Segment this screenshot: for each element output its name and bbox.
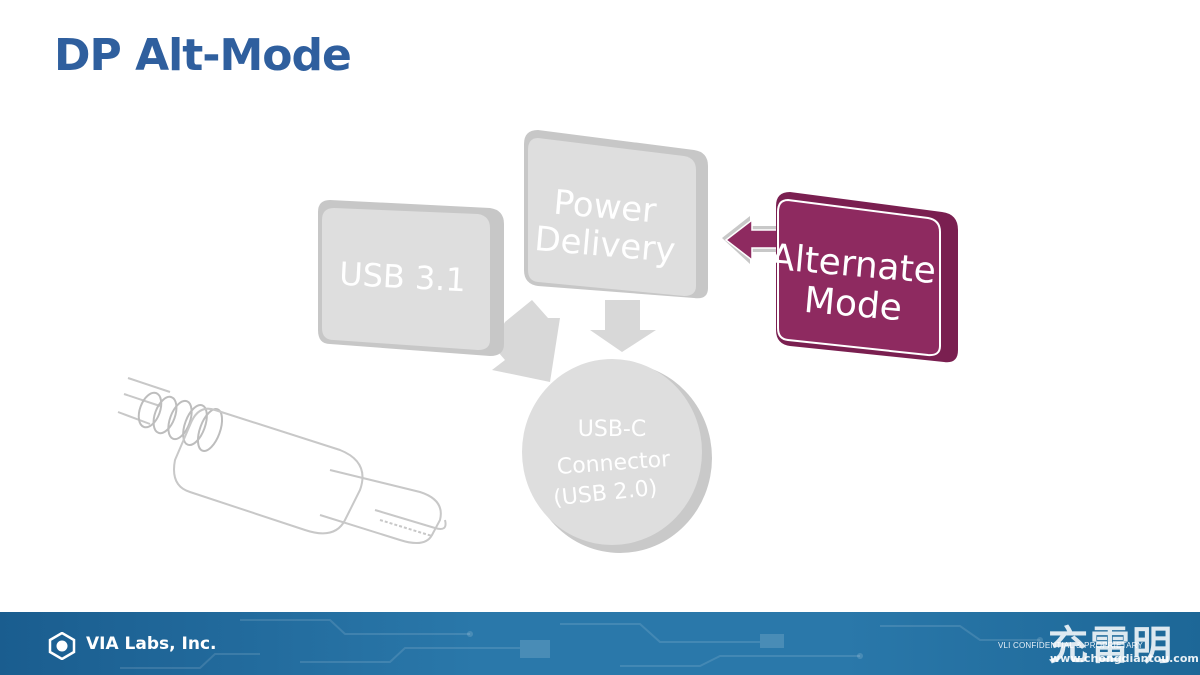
usb31-node: USB 3.1 xyxy=(318,200,504,356)
confidential-notice: VLI CONFIDENTIAL & PROPRIETARY xyxy=(998,641,1143,650)
footer-bar: VIA Labs, Inc. VLI CONFIDENTIAL & PROPRI… xyxy=(0,612,1200,675)
slide-title: DP Alt-Mode xyxy=(54,30,352,81)
usb-c-connector-node: USB-C Connector (USB 2.0) xyxy=(522,359,712,553)
alternate-mode-label-line2: Mode xyxy=(802,280,903,329)
usb-c-cable-illustration xyxy=(117,377,447,545)
circuit-pattern xyxy=(120,619,1043,669)
arrow-power-delivery-to-connector xyxy=(590,300,656,352)
usb-c-diagram: USB-C Connector (USB 2.0) USB 3.1 Power … xyxy=(117,130,958,553)
connector-label-line1: USB-C xyxy=(578,417,646,442)
power-delivery-node: Power Delivery xyxy=(524,130,708,299)
company-name: VIA Labs, Inc. xyxy=(86,634,217,654)
arrow-alternate-to-power-delivery xyxy=(722,216,782,264)
usb31-label: USB 3.1 xyxy=(338,255,467,300)
watermark-url: www.chongdiantou.com xyxy=(1050,652,1199,665)
watermark-logo: 充雷明 xyxy=(1048,623,1174,669)
alternate-mode-node: Alternate Mode xyxy=(768,192,958,363)
via-labs-logo-icon xyxy=(48,632,76,660)
power-delivery-label-line1: Power xyxy=(552,183,658,232)
arrow-usb31-to-connector xyxy=(492,300,560,382)
